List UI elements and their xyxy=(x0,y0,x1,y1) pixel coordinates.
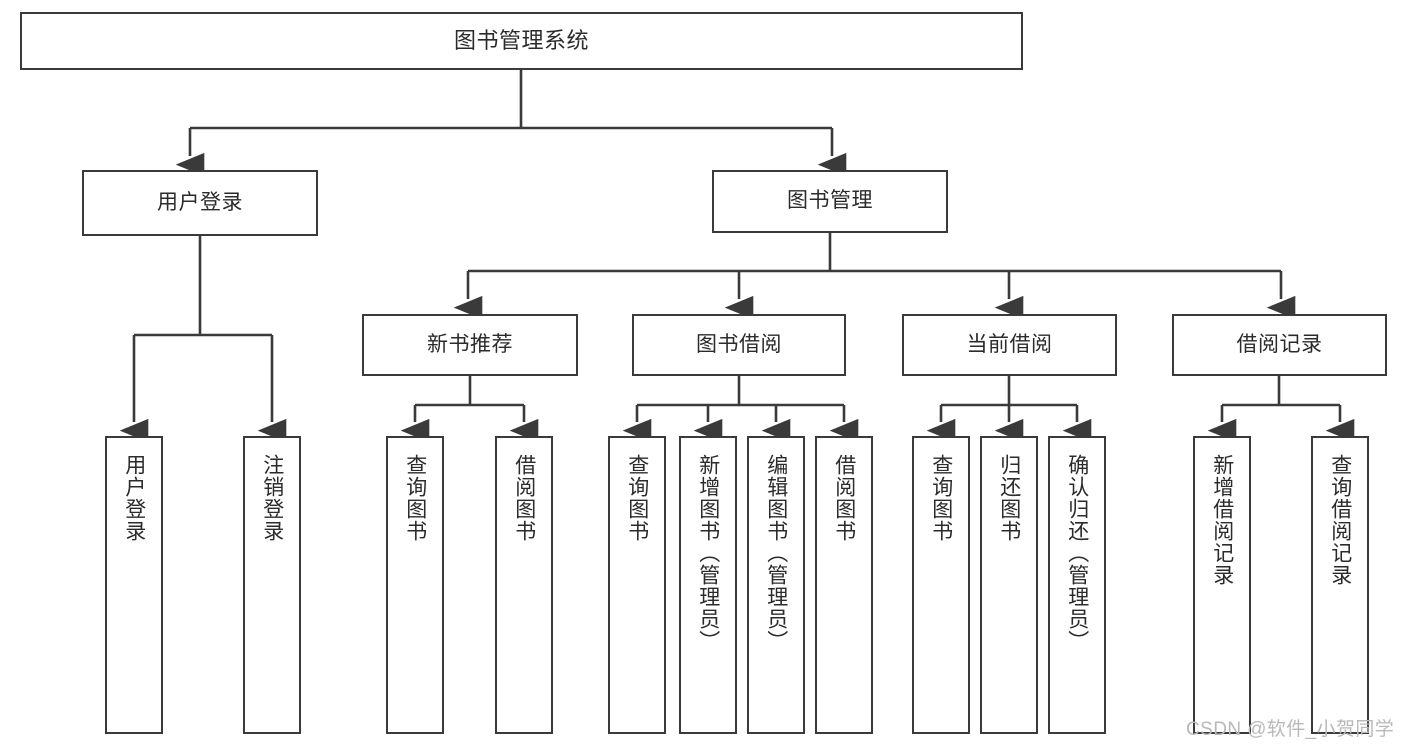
leaf-borrow-books-new[interactable]: 借阅图书 xyxy=(495,436,553,734)
node-label: 用户登录 xyxy=(122,454,146,542)
node-label: 查询图书 xyxy=(403,454,427,542)
leaf-add-borrow-record[interactable]: 新增借阅记录 xyxy=(1193,436,1251,734)
node-borrowing-records[interactable]: 借阅记录 xyxy=(1172,314,1387,376)
node-book-management[interactable]: 图书管理 xyxy=(712,170,948,233)
node-user-login[interactable]: 用户登录 xyxy=(82,170,318,236)
node-label: 确认归还（管理员） xyxy=(1065,454,1089,652)
node-label: 查询图书 xyxy=(625,454,649,542)
leaf-query-books-new[interactable]: 查询图书 xyxy=(386,436,444,734)
node-label: 编辑图书（管理员） xyxy=(764,454,788,652)
node-current-borrowing[interactable]: 当前借阅 xyxy=(902,314,1117,376)
node-label: 借阅图书 xyxy=(512,454,536,542)
leaf-edit-book-admin[interactable]: 编辑图书（管理员） xyxy=(747,436,805,734)
node-label: 用户登录 xyxy=(157,190,243,214)
leaf-add-book-admin[interactable]: 新增图书（管理员） xyxy=(679,436,737,734)
node-label: 查询图书 xyxy=(929,454,953,542)
leaf-confirm-return-admin[interactable]: 确认归还（管理员） xyxy=(1048,436,1106,734)
node-label: 当前借阅 xyxy=(966,332,1053,356)
node-label: 新书推荐 xyxy=(427,332,513,356)
leaf-query-books-borrow[interactable]: 查询图书 xyxy=(608,436,666,734)
node-root-book-management-system[interactable]: 图书管理系统 xyxy=(20,12,1023,70)
node-book-borrowing[interactable]: 图书借阅 xyxy=(632,314,846,376)
node-label: 查询借阅记录 xyxy=(1328,454,1352,586)
node-label: 借阅记录 xyxy=(1236,332,1323,356)
node-label: 归还图书 xyxy=(997,454,1021,542)
leaf-query-books-current[interactable]: 查询图书 xyxy=(912,436,970,734)
leaf-borrow-books[interactable]: 借阅图书 xyxy=(815,436,873,734)
node-new-book-recommendation[interactable]: 新书推荐 xyxy=(362,314,578,376)
node-label: 借阅图书 xyxy=(832,454,856,542)
leaf-query-borrow-record[interactable]: 查询借阅记录 xyxy=(1311,436,1369,734)
node-label: 新增图书（管理员） xyxy=(696,454,720,652)
node-label: 图书管理 xyxy=(787,189,873,213)
leaf-logout[interactable]: 注销登录 xyxy=(243,436,301,734)
node-label: 图书管理系统 xyxy=(453,28,589,54)
csdn-watermark: CSDN @软件_小贺同学 xyxy=(1186,719,1395,740)
node-label: 图书借阅 xyxy=(696,332,782,356)
leaf-user-login[interactable]: 用户登录 xyxy=(105,436,163,734)
leaf-return-books[interactable]: 归还图书 xyxy=(980,436,1038,734)
node-label: 新增借阅记录 xyxy=(1210,454,1234,586)
node-label: 注销登录 xyxy=(260,454,284,542)
